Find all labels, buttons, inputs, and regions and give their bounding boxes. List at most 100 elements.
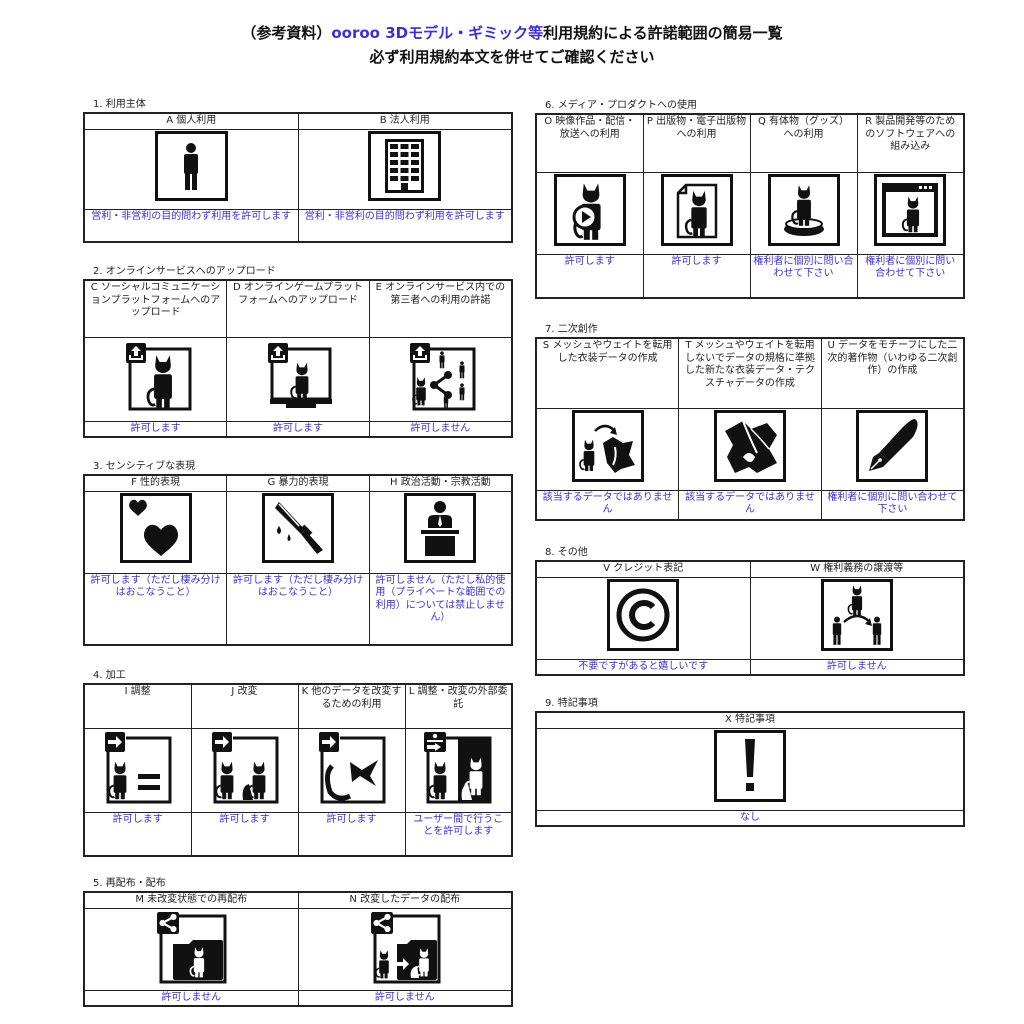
title-brand: ooroo 3Dモデル・ギミック等 [331, 24, 544, 42]
item-permission: 権利者に個別に問い合わせて下さい [820, 489, 965, 521]
item-permission: 許可しません [749, 658, 965, 676]
title-prefix: （参考資料） [241, 24, 332, 42]
item-permission: 営利・非営利の目的問わず利用を許可します [83, 208, 299, 243]
item-permission: 許可します（ただし棲み分けはおこなうこと） [226, 572, 370, 646]
section-special-notes: 9. 特記事項 X 特記事項 なし [535, 698, 965, 827]
section-online-upload: 2. オンラインサービスへのアップロード C ソーシャルコミュニケーションプラッ… [83, 266, 513, 438]
permission-table: V クレジット表記 W 権利義務の譲渡等 [535, 560, 965, 676]
section-derivative-works: 7. 二次創作 S メッシュやウェイトを転用した衣装データの作成 T メッシュや… [535, 324, 965, 521]
distribute-modified-icon [369, 910, 441, 984]
item-permission: 権利者に個別に問い合わせて下さい [856, 253, 965, 299]
person-icon [154, 130, 228, 201]
item-header: X 特記事項 [535, 711, 965, 729]
video-icon [553, 173, 626, 246]
adjust-icon [102, 730, 174, 806]
item-header: K 他のデータを改変するための利用 [297, 683, 406, 729]
item-permission: 許可します [190, 811, 299, 857]
section-label: 6. メディア・プロダクトへの使用 [545, 100, 698, 111]
item-header: R 製品開発等のためのソフトウェアへの組み込み [856, 113, 965, 173]
permission-table: S メッシュやウェイトを転用した衣装データの作成 T メッシュやウェイトを転用し… [535, 337, 965, 521]
item-permission: 許可しません [297, 989, 513, 1007]
upload-share-icon [404, 339, 476, 411]
item-header: B 法人利用 [297, 112, 513, 130]
permission-table: X 特記事項 なし [535, 711, 965, 827]
item-header: L 調整・改変の外部委託 [404, 683, 513, 729]
permission-table: C ソーシャルコミュニケーションプラットフォームへのアップロード D オンライン… [83, 279, 513, 438]
permission-table: O 映像作品・配信・放送への利用 P 出版物・電子出版物への利用 Q 有体物（グ… [535, 113, 965, 299]
item-header: J 改変 [190, 683, 299, 729]
item-permission: 許可します [83, 811, 192, 857]
section-media-products: 6. メディア・プロダクトへの使用 O 映像作品・配信・放送への利用 P 出版物… [535, 100, 965, 299]
page-title: （参考資料）ooroo 3Dモデル・ギミック等利用規約による許諾範囲の簡易一覧 [0, 22, 1024, 44]
item-permission: 権利者に個別に問い合わせて下さい [749, 253, 858, 299]
knife-icon [261, 492, 334, 563]
item-permission: ユーザー間で行うことを許可します [404, 811, 513, 857]
software-window-icon [874, 173, 947, 246]
section-processing: 4. 加工 I 調整 J 改変 K 他のデータを改変するための利用 L 調整・改… [83, 670, 513, 857]
section-label: 9. 特記事項 [545, 698, 598, 709]
permission-table: I 調整 J 改変 K 他のデータを改変するための利用 L 調整・改変の外部委託 [83, 683, 513, 857]
section-label: 3. センシティブな表現 [93, 461, 196, 472]
item-permission: 営利・非営利の目的問わず利用を許可します [297, 208, 513, 243]
building-icon [368, 130, 442, 201]
item-permission: 許可します [535, 253, 644, 299]
item-header: U データをモチーフにした二次的著作物（いわゆる二次創作）の作成 [820, 337, 965, 409]
item-header: P 出版物・電子出版物への利用 [642, 113, 751, 173]
document-icon [660, 173, 733, 246]
item-permission: 許可します [642, 253, 751, 299]
item-permission: なし [535, 809, 965, 827]
item-permission: 許可しません（ただし私的使用（プライベートな範囲での利用）については禁止しません… [368, 572, 513, 646]
item-header: V クレジット表記 [535, 560, 751, 578]
permission-table: M 未改変状態での再配布 N 改変したデータの配布 [83, 891, 513, 1007]
section-label: 8. その他 [545, 547, 588, 558]
item-header: A 個人利用 [83, 112, 299, 130]
item-permission: 許可します [83, 420, 228, 438]
figure-icon [767, 173, 840, 246]
section-other: 8. その他 V クレジット表記 W 権利義務の譲渡等 [535, 547, 965, 676]
transfer-rights-icon [820, 578, 893, 651]
item-permission: 許可しません [368, 420, 513, 438]
item-header: M 未改変状態での再配布 [83, 891, 299, 909]
outsource-icon [422, 730, 494, 806]
section-label: 4. 加工 [93, 670, 126, 681]
item-header: D オンラインゲームプラットフォームへのアップロード [226, 279, 370, 338]
copyright-icon [607, 578, 680, 651]
item-permission: 許可しません [83, 989, 299, 1007]
permission-table: A 個人利用 B 法人利用 [83, 112, 513, 243]
item-permission: 該当するデータではありません [678, 489, 822, 521]
item-permission: 許可します [226, 420, 370, 438]
section-sensitive-expression: 3. センシティブな表現 F 性的表現 G 暴力的表現 H 政治活動・宗教活動 [83, 461, 513, 646]
section-label: 1. 利用主体 [93, 99, 146, 110]
podium-icon [404, 492, 477, 563]
item-header: W 権利義務の譲渡等 [749, 560, 965, 578]
item-permission: 不要ですがあると嬉しいです [535, 658, 751, 676]
section-label: 5. 再配布・配布 [93, 878, 166, 889]
costume-transfer-icon [571, 409, 644, 482]
item-header: I 調整 [83, 683, 192, 729]
section-label: 7. 二次創作 [545, 324, 598, 335]
item-header: C ソーシャルコミュニケーションプラットフォームへのアップロード [83, 279, 228, 338]
upload-avatar-icon [120, 339, 192, 411]
item-header: G 暴力的表現 [226, 474, 370, 492]
permission-table: F 性的表現 G 暴力的表現 H 政治活動・宗教活動 [83, 474, 513, 646]
section-redistribution: 5. 再配布・配布 M 未改変状態での再配布 N 改変したデータの配布 [83, 878, 513, 1007]
exclamation-icon [714, 729, 786, 802]
redistribute-icon [155, 910, 227, 984]
hearts-icon [119, 492, 192, 563]
title-suffix: 利用規約による許諾範囲の簡易一覧 [543, 24, 783, 42]
parts-icon [316, 730, 388, 806]
upload-monitor-icon [262, 339, 334, 411]
item-header: S メッシュやウェイトを転用した衣装データの作成 [535, 337, 680, 409]
pen-nib-icon [856, 409, 929, 482]
page-subtitle: 必ず利用規約本文を併せてご確認ください [369, 48, 655, 66]
modify-icon [209, 730, 281, 806]
section-usage-subject: 1. 利用主体 A 個人利用 B 法人利用 [83, 99, 513, 243]
item-permission: 該当するデータではありません [535, 489, 680, 521]
item-header: E オンラインサービス内での第三者への利用の許諾 [368, 279, 513, 338]
item-permission: 許可します [297, 811, 406, 857]
section-label: 2. オンラインサービスへのアップロード [93, 266, 276, 277]
item-header: N 改変したデータの配布 [297, 891, 513, 909]
item-header: Q 有体物（グッズ）への利用 [749, 113, 858, 173]
item-header: O 映像作品・配信・放送への利用 [535, 113, 644, 173]
costume-icon [713, 409, 786, 482]
